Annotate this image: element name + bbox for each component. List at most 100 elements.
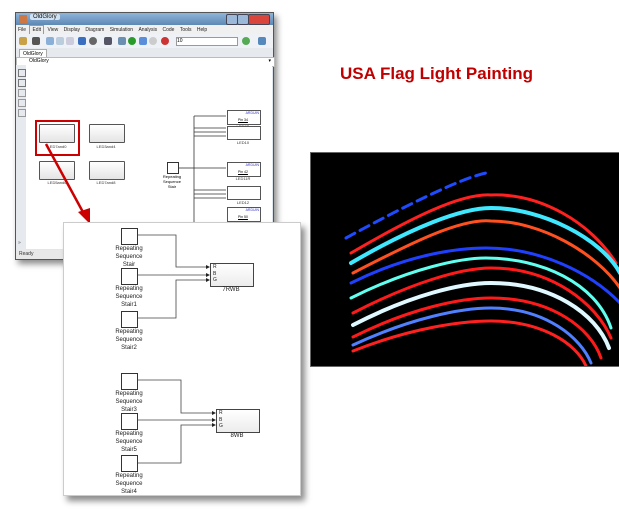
stop-icon[interactable] — [149, 37, 157, 45]
source-label-line-3: Stair — [167, 184, 177, 189]
model-explorer-icon[interactable] — [104, 37, 112, 45]
step-forward-icon[interactable] — [139, 37, 147, 45]
trail-red — [349, 193, 618, 265]
library-browser-icon[interactable] — [78, 37, 86, 45]
simulink-window: OldGlory File Edit View Display Diagram … — [15, 12, 275, 260]
breadcrumb-dropdown-icon[interactable]: ▾ — [268, 58, 271, 64]
menu-file[interactable]: File — [18, 27, 27, 33]
menu-tools[interactable]: Tools — [179, 27, 192, 33]
arduino-tag: ARDUIN — [245, 111, 259, 115]
selection-highlight — [35, 120, 80, 156]
led-block-3[interactable] — [39, 161, 75, 180]
port-g: G — [219, 423, 223, 429]
light-trails — [344, 171, 619, 368]
menu-simulation[interactable]: Simulation — [109, 27, 134, 33]
label-line: Sequence — [115, 337, 143, 343]
arduino-output-led13r[interactable]: ARDUIN Pin 50 — [227, 207, 261, 222]
app-icon — [19, 15, 27, 23]
arduino-output-led9r[interactable]: ARDUIN Pin 34 — [227, 110, 261, 125]
led-block-4[interactable] — [89, 161, 125, 180]
label-line: Repeating — [115, 473, 143, 479]
window-title: OldGlory — [30, 14, 60, 20]
port-r: R — [213, 264, 217, 270]
rgb-output-led10[interactable] — [227, 126, 261, 140]
repeating-sequence-stair-block[interactable] — [167, 162, 179, 174]
close-button[interactable] — [248, 14, 270, 25]
label-line: Repeating — [115, 329, 143, 335]
port-b: B — [213, 271, 217, 277]
fit-view-icon[interactable] — [18, 79, 26, 87]
seq-stair3-block[interactable] — [121, 373, 138, 390]
label-line: Repeating — [115, 391, 143, 397]
canvas-wires — [178, 115, 226, 249]
step-back-icon[interactable] — [118, 37, 126, 45]
pin-label: Pin 34 — [238, 118, 248, 122]
mux-8wb-label: 8WB — [230, 433, 244, 439]
stop-time-input[interactable]: 10 — [176, 37, 238, 46]
title-bar: OldGlory — [16, 13, 273, 25]
menu-display[interactable]: Display — [63, 27, 81, 33]
port-g: G — [213, 277, 217, 283]
trail-blue-2 — [349, 246, 619, 305]
forward-icon[interactable] — [56, 37, 64, 45]
led-block-1[interactable] — [39, 124, 75, 143]
led10-label: LED10 — [236, 140, 250, 145]
seq-stair-block[interactable] — [121, 228, 138, 245]
up-icon[interactable] — [66, 37, 74, 45]
build-icon[interactable] — [242, 37, 250, 45]
label-line: Stair3 — [121, 407, 137, 413]
port-r: R — [219, 410, 223, 416]
new-model-icon[interactable] — [19, 37, 27, 45]
menu-diagram[interactable]: Diagram — [85, 27, 105, 33]
zoom-icon[interactable] — [18, 69, 26, 77]
arduino-tag: ARDUIN — [245, 208, 259, 212]
source-label-line-2: Sequence — [162, 179, 181, 184]
menu-code[interactable]: Code — [162, 27, 175, 33]
arrow-tool-icon[interactable] — [18, 89, 26, 97]
menu-analysis[interactable]: Analysis — [138, 27, 158, 33]
source-label: Repeating Sequence Stair — [152, 174, 192, 189]
mux-7rwb-block[interactable]: R B G — [210, 263, 254, 287]
label-line: Sequence — [115, 254, 143, 260]
menu-help[interactable]: Help — [196, 27, 208, 33]
menu-bar: File Edit View Display Diagram Simulatio… — [16, 25, 273, 35]
scope-icon[interactable] — [258, 37, 266, 45]
back-icon[interactable] — [46, 37, 54, 45]
pin-label: Pin 42 — [238, 170, 248, 174]
label-line: Repeating — [115, 286, 143, 292]
pin-label: Pin 50 — [238, 215, 248, 219]
label-line: Stair4 — [121, 489, 137, 495]
label-line: Sequence — [115, 399, 143, 405]
annotation-icon[interactable] — [18, 99, 26, 107]
light-painting-photo — [310, 152, 619, 368]
menu-view[interactable]: View — [47, 27, 59, 33]
record-icon[interactable] — [161, 37, 169, 45]
image-icon[interactable] — [18, 109, 26, 117]
seq-stair4-block[interactable] — [121, 455, 138, 472]
toolbar: 10 — [16, 34, 273, 49]
model-canvas[interactable]: LED7and0 LED3and4 LED5and6 LED7and8 Repe… — [26, 66, 272, 249]
save-icon[interactable] — [32, 37, 40, 45]
breadcrumb[interactable]: OldGlory — [29, 58, 49, 64]
seq-stair2-block[interactable] — [121, 311, 138, 328]
led-block-2[interactable] — [89, 124, 125, 143]
run-icon[interactable] — [128, 37, 136, 45]
trail-white — [351, 280, 611, 350]
seq-stair1-block[interactable] — [121, 268, 138, 285]
mux-8wb-block[interactable]: R B G — [216, 409, 260, 433]
expand-icon[interactable]: » — [18, 240, 21, 246]
trail-cyan — [349, 205, 619, 275]
settings-gear-icon[interactable] — [89, 37, 97, 45]
rgb-output-led12[interactable] — [227, 186, 261, 200]
tab-oldglory[interactable]: OldGlory — [19, 49, 47, 58]
label-line: Sequence — [115, 481, 143, 487]
seq-stair5-block[interactable] — [121, 413, 138, 430]
page-heading: USA Flag Light Painting — [340, 64, 533, 83]
label-line: Sequence — [115, 294, 143, 300]
trail-red-3 — [351, 296, 603, 360]
